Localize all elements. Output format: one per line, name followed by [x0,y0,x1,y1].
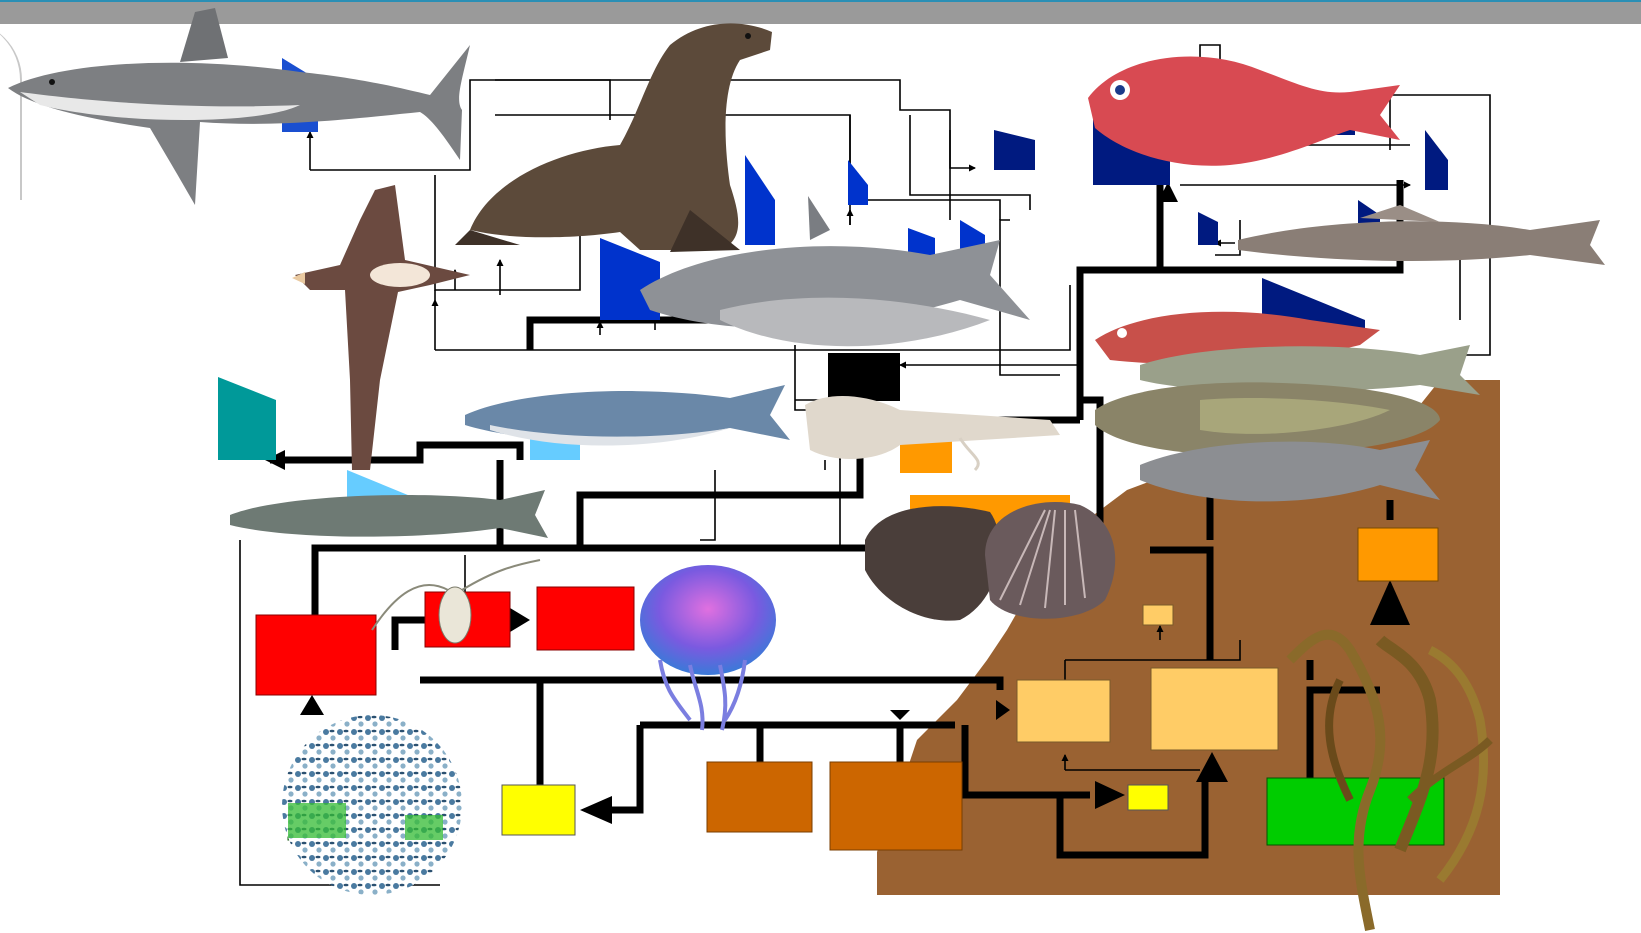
deep-fish-box-3 [1425,130,1448,190]
benthic-detritus-box-2 [830,762,962,850]
pelagic-fish-box-2 [745,155,775,245]
barracouta-icon [1238,205,1605,265]
grazer-box-1 [900,440,952,473]
benthic-invertebrate-box-2 [1151,668,1278,750]
deep-fish-box-4 [1198,212,1218,245]
white-shark-icon [8,8,470,205]
benthic-invertebrate-box-1 [1017,680,1110,742]
detritus-box [502,785,575,835]
sea-lion-icon [455,23,772,252]
cephalopod-box [828,353,900,401]
zooplankton-box-medium [537,587,634,650]
zooplankton-box-large [256,615,376,695]
benthic-detritus-box-1 [707,762,812,832]
benthic-detritus-small-box [1128,785,1168,810]
seabird-group-box [218,377,276,460]
oyster-icon [865,506,1000,621]
albatross-icon [292,185,470,470]
mackerel-icon [465,385,790,446]
grazer-box-3 [1358,528,1438,581]
diatom-icon [282,715,462,895]
orange-roughy-icon [1088,57,1400,166]
pelagic-fish-box-3 [848,160,868,205]
jellyfish-icon [640,565,776,730]
scallop-icon [985,502,1115,619]
benthic-invertebrate-box-small [1143,605,1173,625]
deep-fish-box-1 [994,130,1035,170]
